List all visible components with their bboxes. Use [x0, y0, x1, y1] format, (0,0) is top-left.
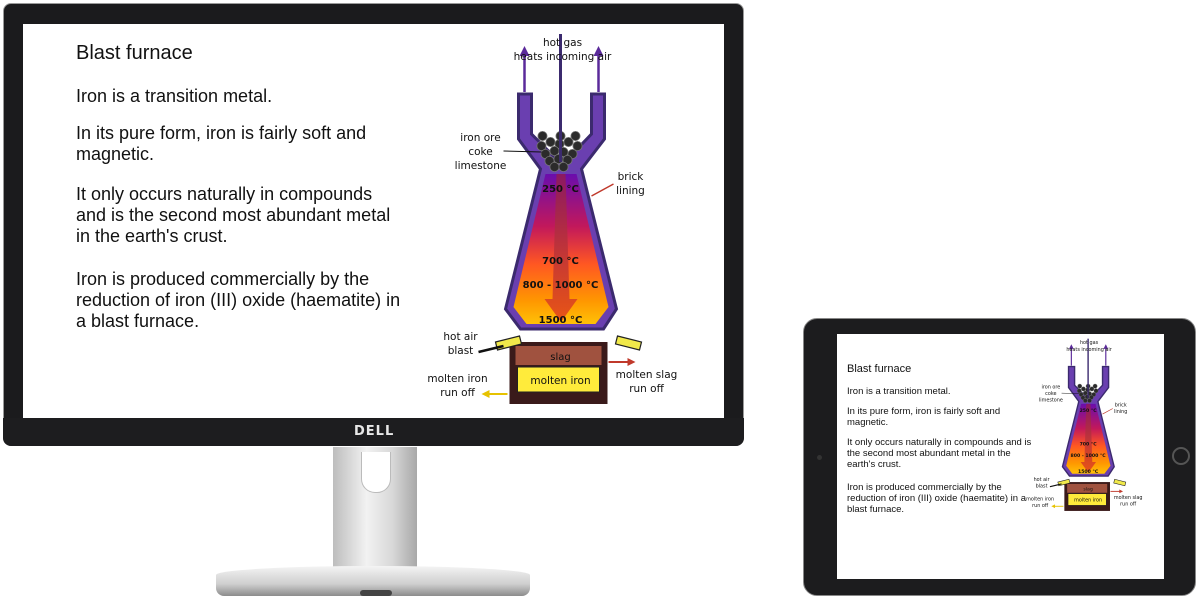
hot-gas-arrowhead-right — [593, 46, 604, 56]
label-molten-slag-small: molten slag — [1114, 495, 1143, 501]
paragraph-2: In its pure form, iron is fairly soft an… — [76, 123, 367, 165]
charge-pellet — [549, 161, 560, 172]
monitor-bezel-bottom — [3, 418, 744, 446]
label-temp-700: 700 °C — [542, 256, 579, 267]
label-molten-slag: molten slag — [616, 369, 678, 381]
label-iron-ore: iron ore — [460, 132, 500, 144]
label-blast: blast — [448, 345, 474, 357]
label-heats-incoming-air: heats incoming air — [514, 51, 612, 63]
label-temp-800-1000-small: 800 - 1000 °C — [1071, 453, 1107, 459]
slag-layer-small — [1067, 483, 1108, 493]
furnace-svg: hot gas heats incoming air iron ore coke lim… — [427, 34, 678, 404]
blast-furnace-diagram: hot gas heats incoming air iron ore coke lim… — [403, 24, 724, 418]
descending-charge-arrow — [544, 174, 578, 322]
charge-pellet-small — [1082, 398, 1088, 403]
label-hot-gas: hot gas — [543, 37, 582, 49]
label-molten-iron-runoff-small: molten iron — [1026, 497, 1054, 503]
label-temp-1500: 1500 °C — [539, 315, 583, 326]
paragraph-2-small: In its pure form, iron is fairly soft an… — [847, 406, 1001, 429]
label-iron-ore-small: iron ore — [1041, 384, 1060, 390]
charge-pellet-small — [1089, 386, 1095, 392]
label-temp-250: 250 °C — [542, 184, 579, 195]
hot-gas-arrowhead-right-small — [1103, 344, 1109, 349]
hot-gas-arrowhead-left-small — [1069, 344, 1074, 349]
label-temp-700-small: 700 °C — [1080, 442, 1098, 448]
label-limestone-small: limestone — [1039, 398, 1063, 404]
label-lining-small: lining — [1114, 409, 1127, 415]
label-temp-800-1000: 800 - 1000 °C — [523, 280, 599, 291]
monitor-screen: Blast furnace Iron is a transition metal… — [23, 24, 724, 418]
charge-pellet-small — [1092, 383, 1098, 389]
label-temp-250-small: 250 °C — [1080, 408, 1098, 414]
slag-runoff-arrowhead-small — [1119, 489, 1124, 494]
label-heats-incoming-air-small: heats incoming air — [1066, 347, 1111, 353]
tablet-camera — [817, 455, 822, 460]
slide-title: Blast furnace — [76, 42, 193, 64]
charge-pellet — [558, 161, 569, 172]
molten-iron-layer — [517, 366, 600, 393]
label-hot-gas-small: hot gas — [1080, 340, 1099, 346]
label-iron-run-off-small: run off — [1032, 503, 1049, 509]
label-hot-air: hot air — [443, 331, 478, 343]
brick-leader-line — [591, 183, 614, 197]
label-iron-run-off: run off — [440, 387, 475, 399]
label-molten-iron: molten iron — [530, 375, 590, 387]
charge-pellet-small — [1093, 388, 1099, 394]
charge-leader-line — [503, 150, 542, 153]
label-molten-iron-runoff: molten iron — [427, 373, 487, 385]
tablet-screen: Blast furnace Iron is a transition metal… — [837, 334, 1164, 579]
paragraph-4-small: Iron is produced commercially by the red… — [847, 482, 1027, 516]
brick-leader-line-small — [1102, 408, 1113, 415]
slide-title-small: Blast furnace — [847, 363, 912, 375]
paragraph-4: Iron is produced commercially by the red… — [76, 269, 401, 332]
iron-runoff-arrowhead — [481, 390, 490, 398]
label-molten-iron-small: molten iron — [1074, 498, 1102, 504]
charge-pellet — [537, 131, 548, 142]
stand-cable-hole — [361, 452, 391, 493]
slag-runoff-arrowhead — [627, 358, 636, 366]
paragraph-1: Iron is a transition metal. — [76, 86, 273, 106]
paragraph-1-small: Iron is a transition metal. — [847, 386, 951, 397]
label-brick: brick — [618, 171, 645, 183]
label-brick-small: brick — [1115, 403, 1127, 409]
hot-air-arrow-small — [1049, 483, 1062, 488]
charge-pellet — [536, 141, 547, 152]
label-slag-run-off: run off — [629, 383, 664, 395]
tuyere-right-small — [1113, 478, 1127, 487]
charge-pellet — [572, 141, 583, 152]
brand-logo: DELL — [354, 424, 395, 439]
label-limestone: limestone — [455, 160, 507, 172]
label-coke: coke — [468, 146, 492, 158]
charge-pellet-small — [1081, 386, 1086, 392]
descending-charge-arrow-small — [1080, 403, 1097, 473]
hot-air-arrow — [478, 344, 504, 354]
home-button[interactable] — [1172, 447, 1190, 465]
charge-pellet-small — [1087, 398, 1092, 403]
label-slag-run-off-small: run off — [1120, 501, 1137, 507]
charge-pellet-small — [1076, 388, 1082, 394]
label-slag-small: slag — [1083, 486, 1093, 492]
charge-pellet — [570, 131, 581, 142]
slag-layer — [515, 346, 602, 365]
paragraph-3-small: It only occurs naturally in compounds an… — [847, 437, 1032, 471]
iron-runoff-arrowhead-small — [1051, 504, 1056, 509]
stand-foot — [360, 590, 392, 596]
label-blast-small: blast — [1036, 484, 1048, 490]
molten-iron-layer-small — [1067, 493, 1107, 506]
hot-gas-arrowhead-left — [519, 46, 530, 56]
label-hot-air-small: hot air — [1034, 477, 1050, 483]
label-temp-1500-small: 1500 °C — [1078, 469, 1099, 475]
charge-pellet — [545, 137, 556, 148]
charge-pellet — [563, 137, 574, 148]
tuyere-right — [614, 335, 643, 351]
paragraph-3: It only occurs naturally in compounds an… — [76, 184, 391, 247]
label-slag: slag — [550, 352, 570, 363]
charge-pellet-small — [1077, 383, 1083, 389]
label-lining: lining — [616, 185, 645, 197]
label-coke-small: coke — [1045, 391, 1056, 397]
